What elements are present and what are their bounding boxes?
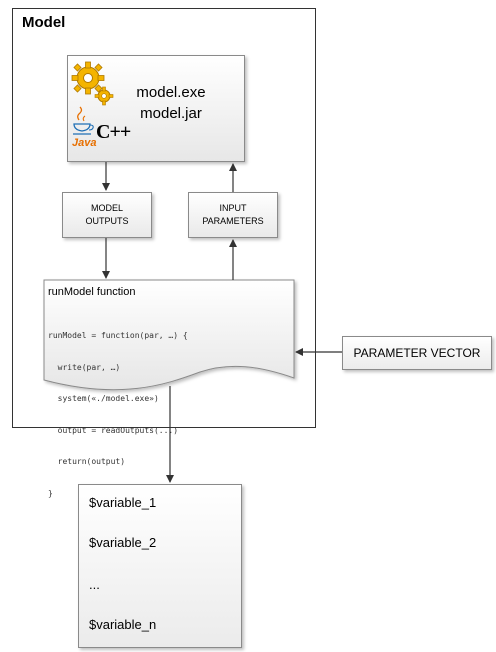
code-line: } xyxy=(48,488,53,498)
code-line: return(output) xyxy=(48,457,126,466)
outputs-label-line-1: MODEL xyxy=(90,203,123,213)
code-line: write(par, …) xyxy=(48,362,121,372)
executable-icons: Java xyxy=(71,61,114,149)
run-model-document xyxy=(43,279,295,391)
code-line: system(«./model.exe») xyxy=(48,394,159,403)
gear-icon xyxy=(71,61,105,95)
parameter-vector-box: PARAMETER VECTOR xyxy=(342,336,492,370)
svg-text:Java: Java xyxy=(72,137,96,149)
outputs-label-line-2: OUTPUTS xyxy=(85,216,129,226)
jar-filename: model.jar xyxy=(140,105,202,122)
model-outputs-box: MODEL OUTPUTS xyxy=(62,192,152,238)
small-gear-icon xyxy=(94,86,114,106)
inputs-label-line-1: INPUT xyxy=(219,203,247,213)
executable-box: Java C++ model.exe model.jar xyxy=(67,55,245,162)
input-parameters-box: INPUT PARAMETERS xyxy=(188,192,278,238)
inputs-label-line-2: PARAMETERS xyxy=(202,216,264,226)
variable-item: $variable_2 xyxy=(89,535,157,550)
exe-filename: model.exe xyxy=(136,84,206,101)
cpp-logo-icon: C++ xyxy=(96,121,131,143)
code-line: output = readOutputs(...) xyxy=(48,425,179,435)
code-line: runModel = function(par, …) { xyxy=(48,331,188,340)
model-title: Model xyxy=(22,14,66,31)
java-logo-icon: Java xyxy=(72,106,96,149)
variable-item: $variable_n xyxy=(89,617,157,632)
run-model-code: runModel = function(par, …) { write(par,… xyxy=(48,310,188,510)
variable-item: ... xyxy=(89,577,100,592)
variable-item: $variable_1 xyxy=(89,495,157,510)
output-variables-box: $variable_1 $variable_2 ... $variable_n xyxy=(78,484,242,648)
run-model-title: runModel function xyxy=(48,286,136,298)
